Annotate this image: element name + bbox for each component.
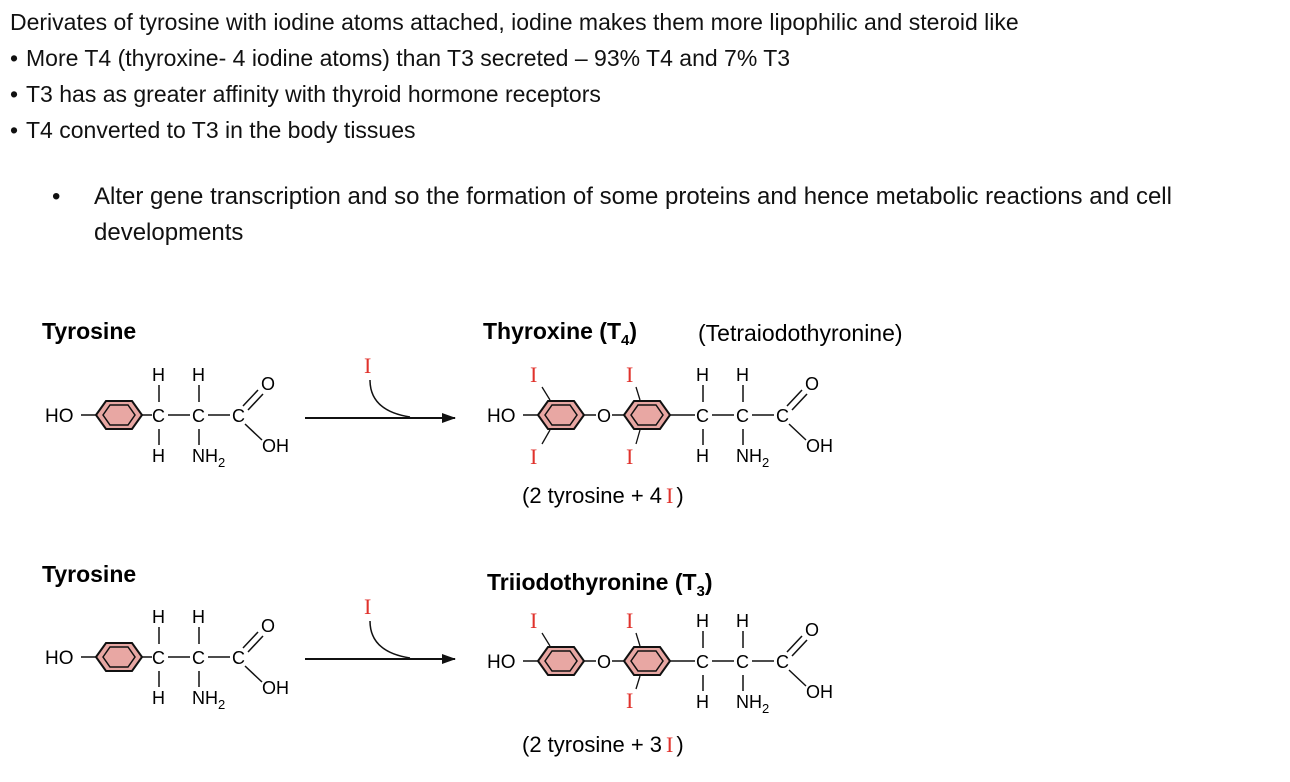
tyrosine-label: Tyrosine <box>42 561 136 587</box>
bullet-symbol: • <box>10 45 19 71</box>
h-atom: H <box>736 365 749 385</box>
sub-bullet-text: Alter gene transcription and so the form… <box>94 183 1172 246</box>
bullet-symbol: • <box>10 117 19 143</box>
benzene-ring <box>622 646 672 676</box>
benzene-ring <box>622 400 672 430</box>
h-atom: H <box>696 692 709 712</box>
triiodothyronine-t3: Triiodothyronine (T3) HO I O I I H H C C… <box>487 569 833 757</box>
bullet-1: • More T4 (thyroxine- 4 iodine atoms) tha… <box>10 40 1280 76</box>
iodine-atom: I <box>530 362 537 387</box>
oh-group: OH <box>806 436 833 456</box>
c-atom: C <box>696 406 709 426</box>
o-atom: O <box>261 616 275 636</box>
bullet-2: • T3 has as greater affinity with thyroid… <box>10 76 1280 112</box>
h-atom: H <box>192 365 205 385</box>
h-atom: H <box>152 607 165 627</box>
sub-bullet-symbol: • <box>52 183 61 210</box>
benzene-ring <box>536 646 586 676</box>
c-atom: C <box>696 652 709 672</box>
bullet-text-2: T3 has as greater affinity with thyroid … <box>26 81 601 107</box>
ether-o-atom: O <box>597 406 611 426</box>
t4-alt-name: (Tetraiodothyronine) <box>698 320 903 346</box>
bullet-text-3: T4 converted to T3 in the body tissues <box>26 117 416 143</box>
c-atom: C <box>736 406 749 426</box>
intro-text: Derivates of tyrosine with iodine atoms … <box>10 9 1019 35</box>
t3-title: Triiodothyronine (T3) <box>487 569 713 600</box>
o-atom: O <box>805 374 819 394</box>
iodine-atom: I <box>364 353 371 378</box>
notes-block: Derivates of tyrosine with iodine atoms … <box>10 4 1280 148</box>
benzene-ring <box>94 642 144 672</box>
c-atom: C <box>776 652 789 672</box>
nh2-group: NH2 <box>736 446 769 470</box>
c-atom: C <box>152 406 165 426</box>
ho-label: HO <box>487 406 516 427</box>
reaction-arrow-top: I <box>305 353 456 423</box>
iodine-atom: I <box>626 362 633 387</box>
reaction-arrow-bottom: I <box>305 594 456 664</box>
c-atom: C <box>152 648 165 668</box>
oh-group: OH <box>262 678 289 698</box>
c-atom: C <box>192 648 205 668</box>
thyroxine-t4: Thyroxine (T4) (Tetraiodothyronine) HO I… <box>483 318 903 508</box>
c-atom: C <box>192 406 205 426</box>
h-atom: H <box>696 611 709 631</box>
sub-bullet: • Alter gene transcription and so the fo… <box>52 179 1282 251</box>
ether-o-atom: O <box>597 652 611 672</box>
c-atom: C <box>736 652 749 672</box>
iodine-atom: I <box>626 688 633 713</box>
h-atom: H <box>152 688 165 708</box>
h-atom: H <box>696 365 709 385</box>
c-atom: C <box>232 406 245 426</box>
benzene-ring <box>94 400 144 430</box>
h-atom: H <box>152 446 165 466</box>
c-atom: C <box>232 648 245 668</box>
h-atom: H <box>736 611 749 631</box>
tyrosine-top: Tyrosine HO H H C C C H NH2 O OH <box>42 318 289 470</box>
iodine-atom: I <box>530 608 537 633</box>
nh2-group: NH2 <box>736 692 769 716</box>
bullet-symbol: • <box>10 81 19 107</box>
bullet-3: • T4 converted to T3 in the body tissues <box>10 112 1280 148</box>
iodine-atom: I <box>530 444 537 469</box>
h-atom: H <box>152 365 165 385</box>
nh2-group: NH2 <box>192 446 225 470</box>
c-atom: C <box>776 406 789 426</box>
h-atom: H <box>696 446 709 466</box>
bullet-text-1: More T4 (thyroxine- 4 iodine atoms) than… <box>26 45 791 71</box>
ho-label: HO <box>45 406 74 427</box>
ho-label: HO <box>45 648 74 669</box>
iodine-atom: I <box>626 444 633 469</box>
tyrosine-label: Tyrosine <box>42 318 136 344</box>
tyrosine-bottom: Tyrosine HO H H C C C H NH2 O OH <box>42 561 289 712</box>
t4-title: Thyroxine (T4) <box>483 318 637 349</box>
h-atom: H <box>192 607 205 627</box>
oh-group: OH <box>262 436 289 456</box>
benzene-ring <box>536 400 586 430</box>
nh2-group: NH2 <box>192 688 225 712</box>
ho-label: HO <box>487 652 516 673</box>
iodine-atom: I <box>626 608 633 633</box>
iodine-atom: I <box>364 594 371 619</box>
o-atom: O <box>805 620 819 640</box>
o-atom: O <box>261 374 275 394</box>
oh-group: OH <box>806 682 833 702</box>
